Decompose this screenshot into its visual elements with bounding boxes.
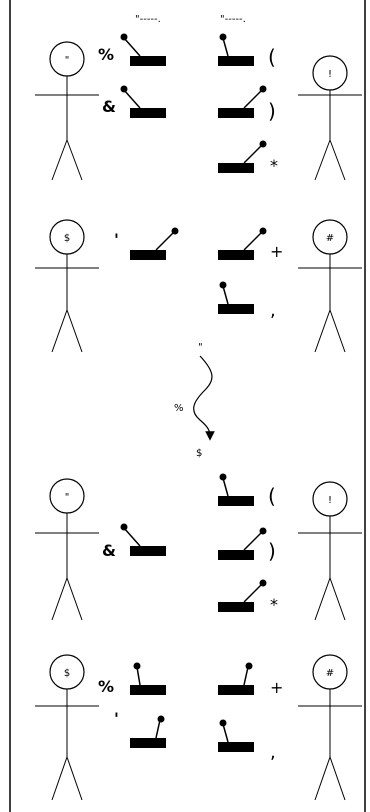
switch-on bbox=[218, 473, 254, 506]
switch-off bbox=[218, 140, 267, 173]
connector-label: , bbox=[270, 742, 276, 763]
switch-off bbox=[218, 579, 267, 612]
panel-3: " ! & ( bbox=[35, 473, 362, 621]
arrow-top-label: " bbox=[198, 342, 203, 353]
connector-label: % bbox=[98, 45, 114, 64]
head-label: # bbox=[326, 233, 334, 244]
stick-figure-left: " bbox=[35, 478, 99, 621]
header-left-mark: "-----. bbox=[135, 14, 161, 25]
head-label: " bbox=[65, 492, 70, 503]
arrow-bottom-label: $ bbox=[196, 448, 202, 459]
switch-off bbox=[130, 715, 166, 748]
switch-off bbox=[218, 227, 267, 260]
panel-1: " ! % & bbox=[35, 33, 362, 181]
panel-4: $ # % ' bbox=[35, 654, 362, 801]
stick-figure-left: $ bbox=[35, 219, 99, 353]
switch-on bbox=[218, 33, 254, 66]
connector-label: & bbox=[102, 97, 116, 116]
header-right-mark: "-----. bbox=[220, 14, 246, 25]
stick-figure-right: ! bbox=[298, 481, 362, 621]
switch-off bbox=[130, 227, 179, 260]
switch-on bbox=[130, 662, 166, 695]
head-label: " bbox=[65, 55, 70, 66]
connector-label: ) bbox=[268, 99, 276, 123]
head-label: $ bbox=[64, 668, 70, 679]
connector-label: * bbox=[270, 156, 278, 175]
connector-label: ( bbox=[268, 45, 276, 69]
head-label: ! bbox=[328, 495, 332, 506]
connector-label: + bbox=[270, 678, 283, 697]
switch-on bbox=[120, 523, 166, 556]
stick-figure-left: " bbox=[35, 41, 99, 181]
switch-off bbox=[218, 662, 254, 695]
connector-label: ' bbox=[114, 709, 119, 728]
head-label: $ bbox=[64, 233, 70, 244]
connector-label: ' bbox=[114, 230, 119, 249]
switch-on bbox=[120, 85, 166, 118]
panel-2: $ # ' + , bbox=[35, 219, 362, 353]
connector-label: ( bbox=[268, 484, 276, 508]
head-label: ! bbox=[328, 69, 332, 80]
connector-label: * bbox=[270, 595, 278, 614]
curved-arrow bbox=[193, 355, 215, 441]
stick-figure-left: $ bbox=[35, 654, 99, 801]
connector-label: ) bbox=[268, 539, 276, 563]
connector-label: % bbox=[98, 677, 114, 696]
stick-figure-right: ! bbox=[298, 55, 362, 181]
connector-label: + bbox=[270, 242, 283, 261]
switch-off bbox=[218, 527, 267, 560]
head-label: # bbox=[326, 668, 334, 679]
arrow-side-label: % bbox=[174, 403, 184, 414]
switch-on bbox=[120, 33, 166, 66]
switch-off bbox=[218, 85, 267, 118]
connector-label: , bbox=[270, 300, 276, 321]
transition-arrow: " % $ bbox=[174, 342, 215, 459]
stick-figure-right: # bbox=[298, 219, 362, 353]
switch-on bbox=[218, 281, 254, 314]
switch-on bbox=[218, 719, 254, 752]
connector-label: & bbox=[102, 541, 116, 560]
stick-figure-right: # bbox=[298, 654, 362, 801]
